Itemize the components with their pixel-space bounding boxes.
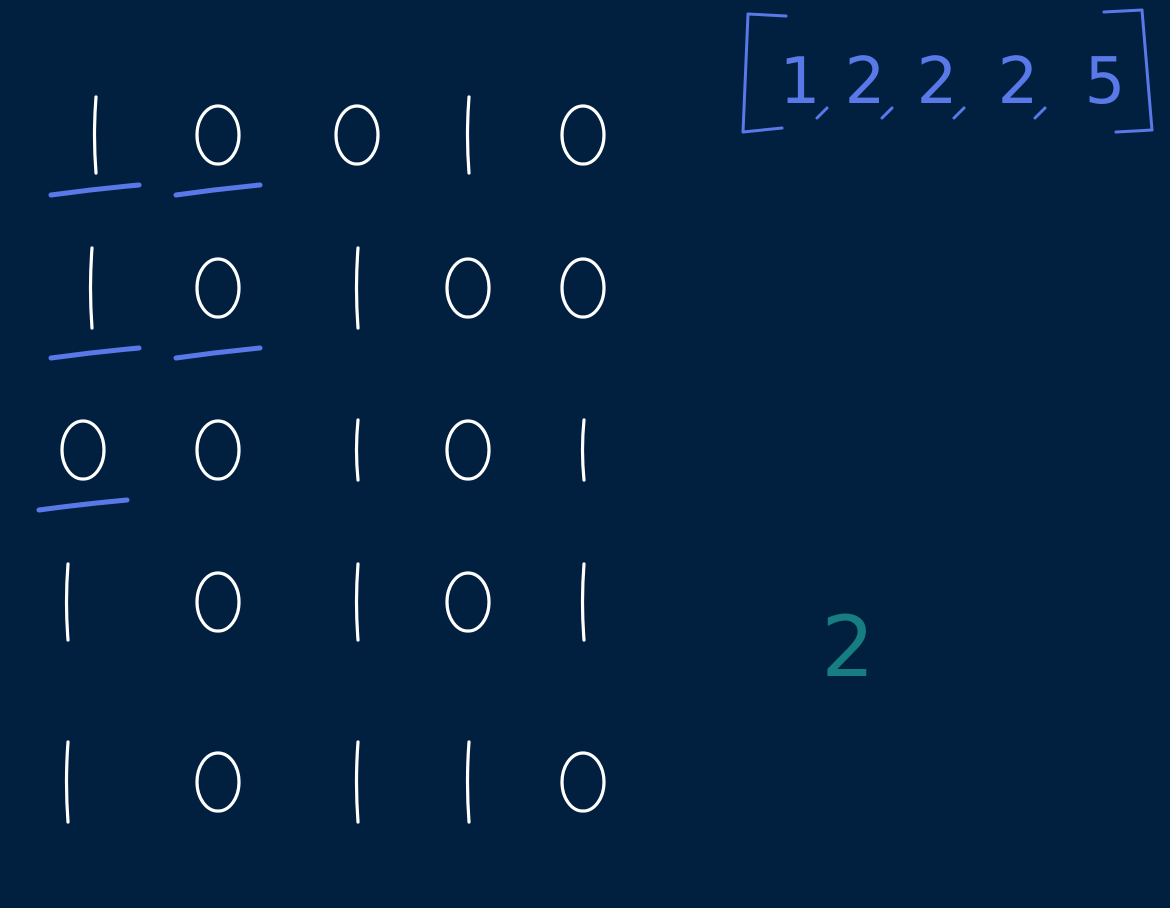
matrix-cell-4-2-one <box>354 740 360 824</box>
array-value-4: 5 <box>1085 45 1126 119</box>
matrix-cell-4-3-one <box>465 740 471 824</box>
matrix-cell-4-4-zero <box>560 751 606 813</box>
highlight-underlines <box>36 182 263 513</box>
matrix-cell-2-2-one <box>354 418 360 482</box>
matrix-cell-3-3-zero <box>445 571 491 633</box>
array-value-1: 2 <box>845 45 886 119</box>
binary-matrix <box>60 95 606 824</box>
matrix-cell-2-4-one <box>580 418 586 482</box>
side-note: 2 <box>821 598 874 696</box>
matrix-cell-3-4-one <box>580 562 586 642</box>
matrix-cell-0-2-zero <box>334 104 380 166</box>
underline-2-0 <box>36 497 130 513</box>
matrix-cell-0-3-one <box>465 95 471 175</box>
array-comma-0 <box>815 106 829 120</box>
left-bracket <box>741 12 788 134</box>
underline-1-1 <box>173 345 263 361</box>
array-comma-2 <box>952 106 966 120</box>
matrix-cell-3-1-zero <box>195 571 241 633</box>
array-comma-3 <box>1033 106 1047 120</box>
matrix-cell-1-4-zero <box>560 257 606 319</box>
underline-1-0 <box>48 345 142 361</box>
matrix-cell-1-3-zero <box>445 257 491 319</box>
matrix-cell-2-0-zero <box>60 419 106 481</box>
matrix-cell-0-1-zero <box>195 104 241 166</box>
matrix-cell-4-1-zero <box>195 751 241 813</box>
array-value-2: 2 <box>917 45 958 119</box>
matrix-cell-1-1-zero <box>195 257 241 319</box>
matrix-cell-1-0-one <box>88 246 94 330</box>
matrix-cell-1-2-one <box>354 246 360 330</box>
matrix-cell-3-0-one <box>64 562 70 642</box>
underline-0-0 <box>48 182 142 198</box>
matrix-cell-3-2-one <box>354 562 360 642</box>
matrix-cell-2-1-zero <box>195 419 241 481</box>
array-comma-1 <box>880 106 894 120</box>
right-bracket <box>1102 8 1154 134</box>
array-value-0: 1 <box>780 45 821 119</box>
underline-0-1 <box>173 182 263 198</box>
matrix-cell-0-4-zero <box>560 104 606 166</box>
matrix-cell-2-3-zero <box>445 419 491 481</box>
note-value: 2 <box>821 598 874 696</box>
array-value-3: 2 <box>998 45 1039 119</box>
matrix-cell-4-0-one <box>64 740 70 824</box>
matrix-cell-0-0-one <box>92 95 98 175</box>
